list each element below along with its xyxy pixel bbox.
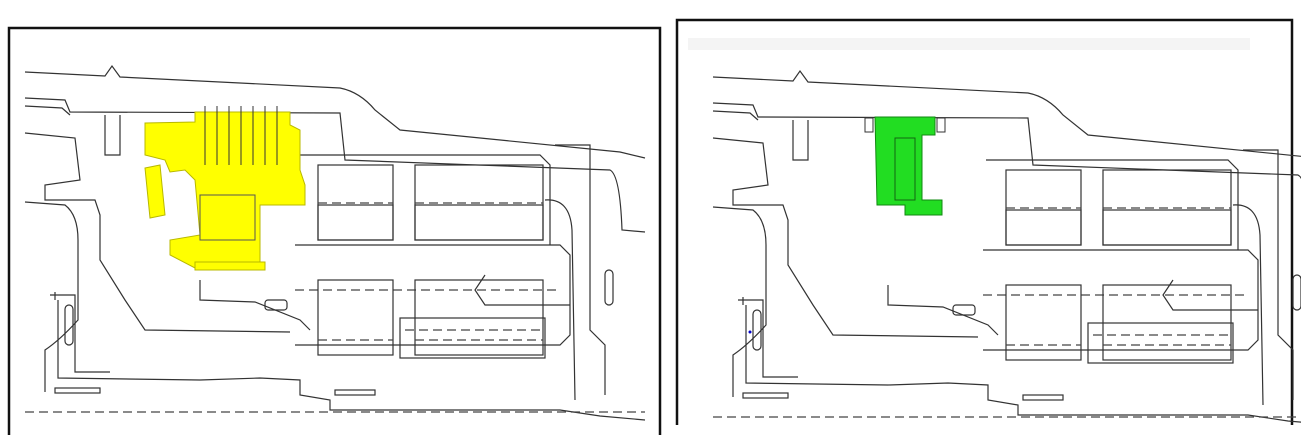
planet-pinion-upper	[1102, 209, 1232, 246]
rear-support	[555, 144, 606, 395]
right-panel-frame	[675, 18, 1294, 425]
clutch-piston-chamber	[199, 194, 256, 241]
retainer	[864, 117, 874, 133]
snap-ring-seat	[738, 297, 798, 378]
hub-web	[199, 280, 311, 331]
lower-drum	[1087, 322, 1234, 364]
brake-piston-outline	[894, 137, 916, 201]
outer-housing-line	[712, 69, 1301, 157]
ring-gear-drum	[298, 154, 551, 245]
bellhousing-wall	[712, 206, 767, 397]
output-carrier	[544, 199, 576, 401]
blue-marker-dot	[748, 330, 752, 334]
bushing	[952, 304, 976, 316]
right-panel-shade	[688, 38, 1250, 50]
clutch-hub-highlight	[194, 261, 266, 271]
lower-case-line	[57, 300, 646, 421]
bottom-pad	[1022, 394, 1064, 401]
shaft-spline	[1162, 279, 1258, 311]
housing-step	[24, 105, 71, 116]
bottom-pad	[334, 389, 376, 396]
right-cross-section-panel	[675, 18, 1301, 425]
rear-seal	[1292, 274, 1301, 311]
return-spring-highlight	[144, 164, 166, 219]
housing-step	[712, 110, 759, 121]
left-panel-frame	[7, 26, 662, 435]
seal-ring	[64, 304, 74, 346]
outer-housing-line	[24, 64, 646, 159]
shaft-outline	[983, 249, 1259, 351]
seal-ring	[752, 309, 762, 351]
planet-pinion-upper	[317, 204, 394, 241]
housing-boss	[104, 115, 121, 156]
bottom-pad	[742, 392, 789, 399]
output-carrier	[1232, 204, 1264, 406]
planetary-gear-lower	[317, 279, 394, 356]
retainer	[936, 117, 946, 133]
snap-ring-seat	[50, 292, 110, 373]
planetary-gear-lower	[1005, 284, 1082, 361]
brake-assembly-highlight	[874, 116, 943, 216]
ring-gear-drum	[986, 159, 1239, 250]
bottom-pad	[54, 387, 101, 394]
left-cross-section-panel	[7, 26, 662, 435]
bellhousing-wall	[24, 201, 79, 392]
bushing	[264, 299, 288, 311]
hub-web	[887, 285, 999, 336]
planet-pinion-upper	[414, 204, 544, 241]
shaft-outline	[295, 244, 571, 346]
planet-pinion-upper	[1005, 209, 1082, 246]
clutch-piston-highlight	[144, 111, 306, 269]
shaft-spline	[474, 274, 570, 306]
case-web	[712, 137, 979, 338]
rear-seal	[604, 269, 614, 306]
inner-housing-line	[712, 102, 1301, 180]
rear-support	[1243, 149, 1294, 400]
case-web	[24, 132, 291, 333]
inner-housing-line	[24, 97, 646, 233]
lower-drum	[399, 317, 546, 359]
housing-boss	[792, 120, 809, 161]
